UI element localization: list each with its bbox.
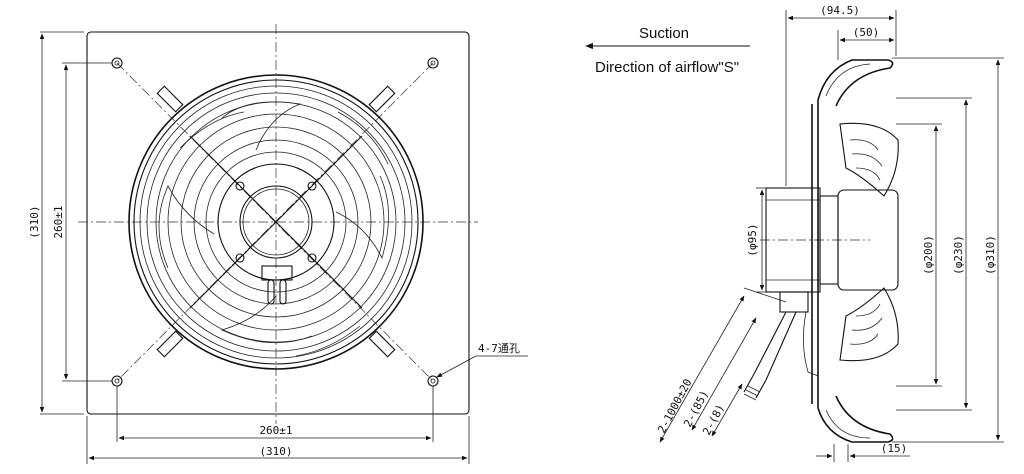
blades-side (839, 122, 899, 362)
dim-dia-hub: (φ95) (746, 223, 759, 256)
airflow-label: Direction of airflow"S" (595, 59, 739, 76)
front-view: (310) 260±1 260±1 (310) 4-7通孔 (28, 24, 528, 464)
dim-height-310: (310) (28, 205, 41, 238)
mount-holes-note: 4-7通孔 (478, 342, 520, 355)
cable (753, 311, 797, 381)
terminal-box (261, 265, 293, 281)
dim-dia-inner: (φ200) (922, 235, 935, 275)
dim-hole-spacing-h: 260±1 (259, 424, 292, 437)
side-terminal-box (779, 291, 809, 313)
dim-flange: (15) (881, 442, 908, 455)
dim-dia-mid: (φ230) (952, 235, 965, 275)
dim-depth-rotor: (50) (853, 26, 880, 39)
fan-blades (158, 101, 389, 357)
mounting-plate (86, 31, 470, 415)
fan-venturi (128, 74, 424, 370)
dim-dia-outer: (φ310) (984, 235, 997, 275)
motor-hub (217, 163, 335, 305)
front-diagonal-2 (116, 62, 434, 382)
dim-hole-spacing-v: 260±1 (52, 205, 65, 238)
dim-depth-total: (94.5) (820, 4, 860, 17)
dim-width-310: (310) (259, 445, 292, 458)
venturi-flange (811, 100, 819, 408)
side-view: Suction Direction of airflow"S" (585, 4, 1004, 462)
suction-label: Suction (639, 25, 689, 42)
